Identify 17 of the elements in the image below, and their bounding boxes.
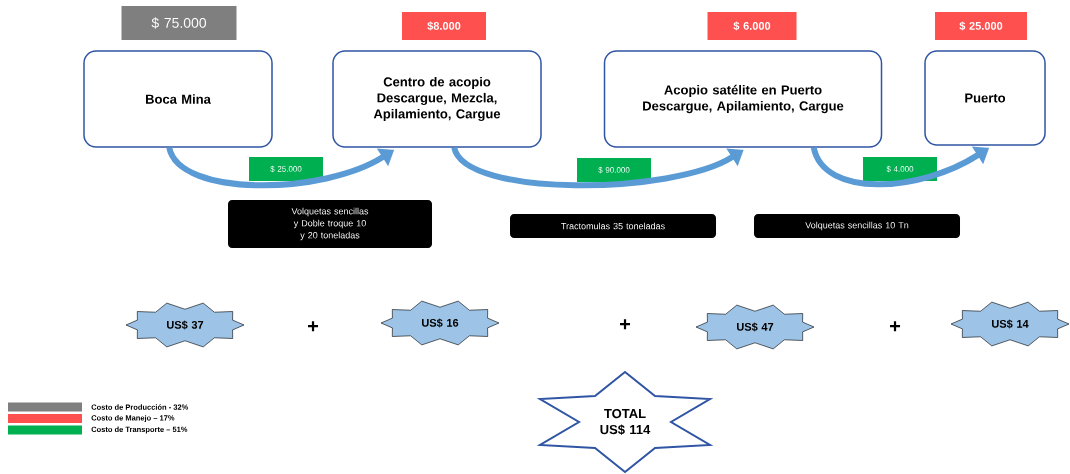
process-box: Boca Mina (83, 50, 273, 148)
price-tag: $8.000 (402, 12, 486, 40)
plus-sign: + (308, 321, 319, 332)
process-box: Puerto (924, 50, 1046, 146)
plus-sign: + (620, 319, 631, 330)
plus-sign: + (890, 321, 901, 332)
price-tag: $ 75.000 (121, 6, 237, 40)
vehicle-label: Tractomulas 35 toneladas (510, 214, 716, 238)
price-tag: $ 4.000 (863, 157, 937, 181)
process-box: Centro de acopio Descargue, Mezcla, Apilamiento, Cargue (332, 50, 542, 148)
price-tag: $ 6.000 (707, 12, 797, 40)
price-tag: $ 25.000 (249, 157, 323, 181)
price-tag: $ 90.000 (577, 158, 651, 182)
price-tag: $ 25.000 (935, 12, 1027, 40)
vehicle-label: Volquetas sencillas y Doble troque 10 y 20 toneladas (228, 200, 432, 248)
vehicle-label: Volquetas sencillas 10 Tn (754, 214, 960, 238)
process-box: Acopio satélite en Puerto Descargue, Apilamiento, Cargue (603, 50, 883, 148)
